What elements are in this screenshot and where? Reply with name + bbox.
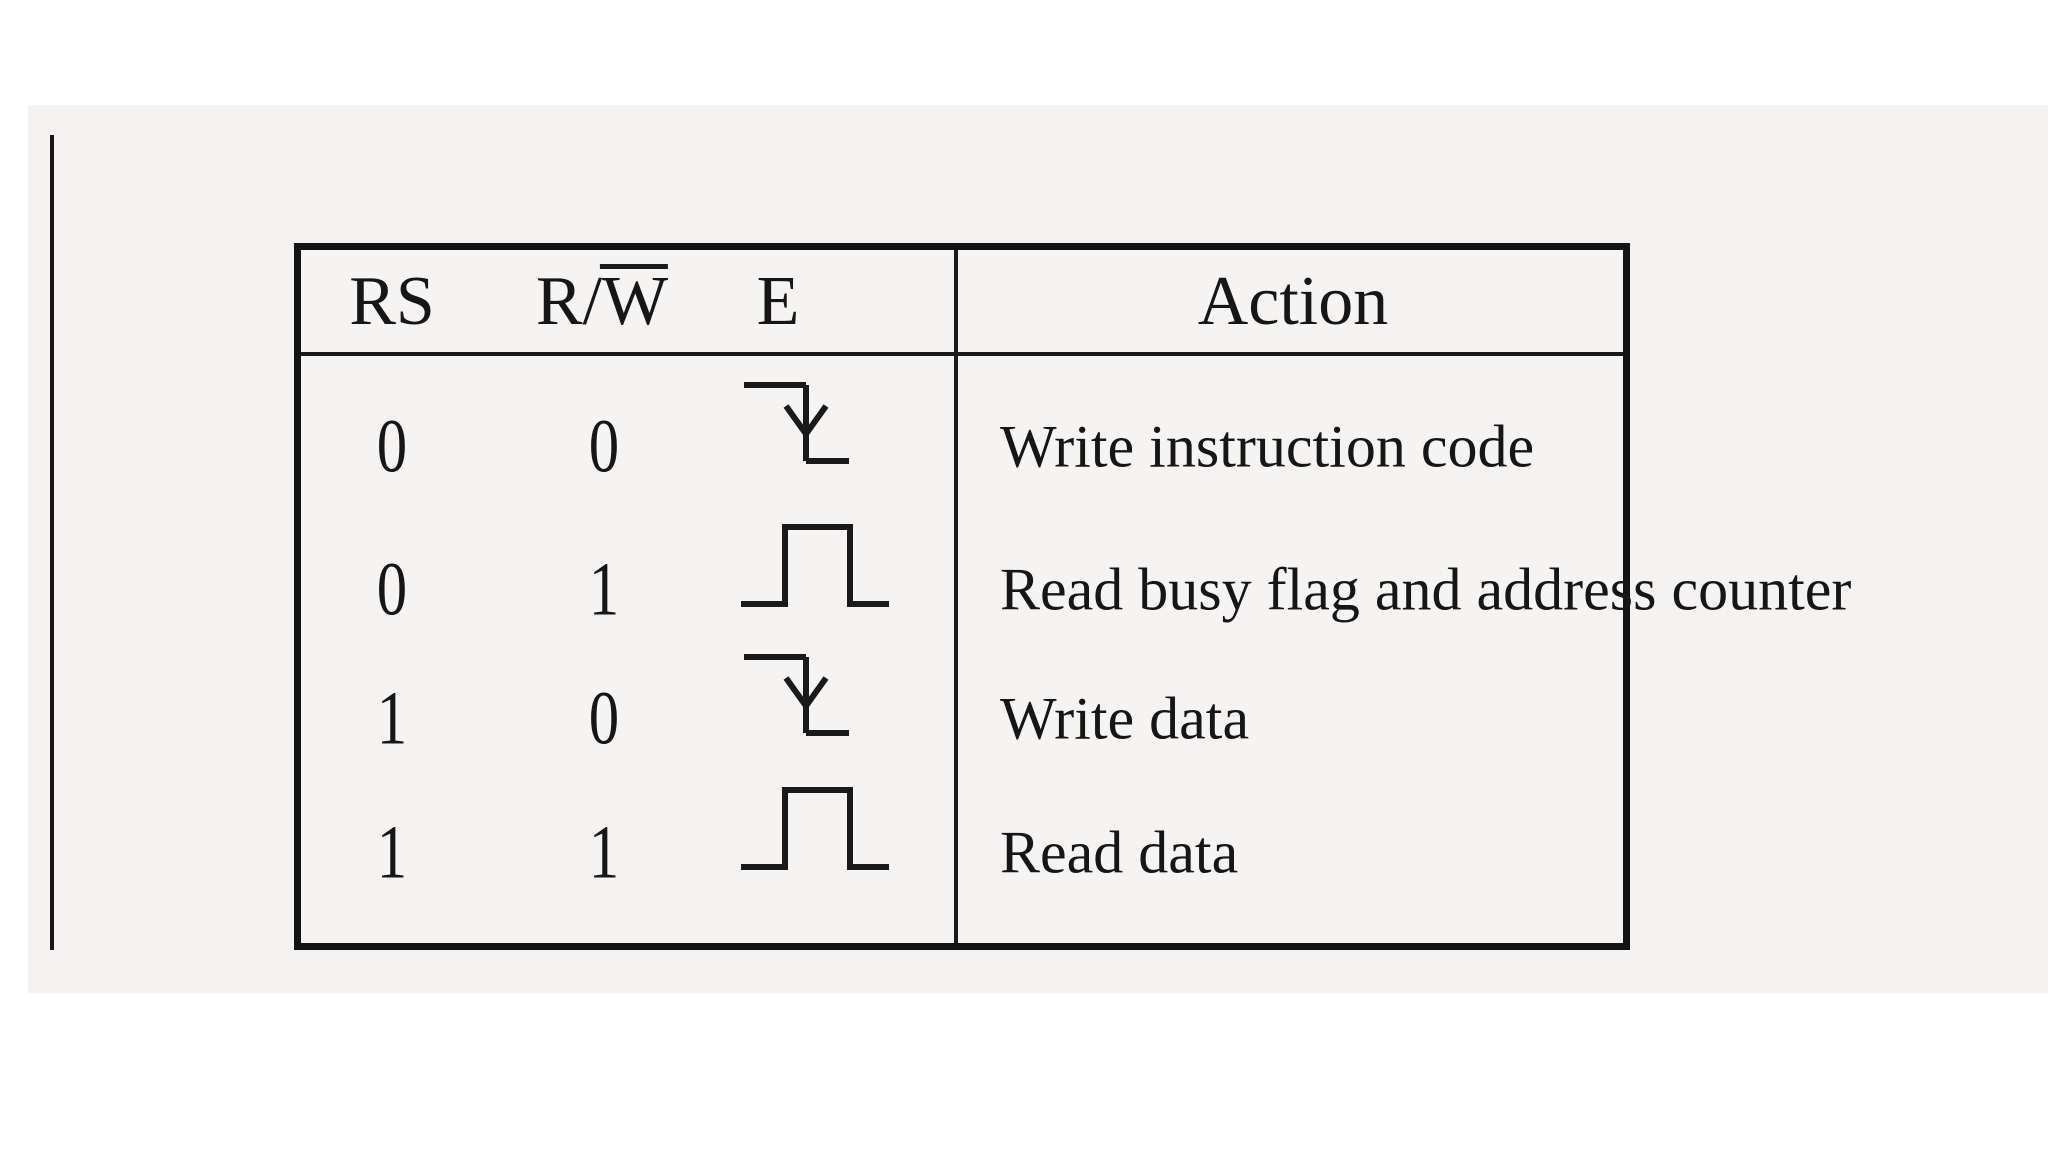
positive-pulse-icon (740, 524, 890, 608)
action-label: Write instruction code (1000, 413, 1535, 480)
rw-value: 1 (588, 547, 620, 632)
action-label: Read busy flag and address counter (1000, 556, 1852, 623)
rs-value: 0 (376, 547, 408, 632)
positive-pulse-icon (740, 787, 890, 871)
signal-table-inner: RS R/W E Action 0 0 Write instruction co… (301, 250, 1851, 943)
column-header-action: Action (1197, 263, 1389, 340)
header-separator-line (301, 352, 1623, 356)
action-label: Write data (1000, 685, 1250, 752)
rw-value: 0 (588, 404, 620, 489)
rs-value: 1 (376, 810, 408, 895)
falling-edge-icon (743, 381, 850, 465)
falling-edge-icon (743, 653, 850, 737)
signal-table: RS R/W E Action 0 0 Write instruction co… (294, 243, 1851, 950)
action-label: Read data (1000, 819, 1239, 886)
page-margin-rule (50, 135, 54, 950)
rs-value: 0 (376, 404, 408, 489)
rw-value: 1 (588, 810, 620, 895)
column-divider-line (954, 250, 958, 943)
rw-prefix: R/ (535, 263, 603, 340)
rw-overlined-w: W (600, 263, 669, 340)
column-header-rw: R/W (535, 262, 669, 342)
column-header-rs: RS (349, 263, 435, 340)
rs-value: 1 (376, 676, 408, 761)
column-header-e: E (756, 263, 800, 340)
rw-value: 0 (588, 676, 620, 761)
